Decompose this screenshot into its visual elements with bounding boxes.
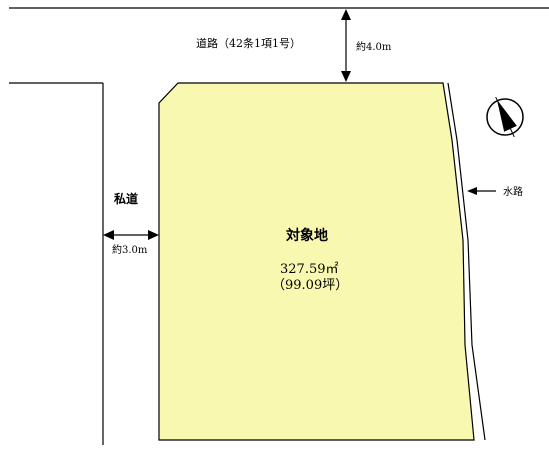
north-arrow-icon	[486, 96, 524, 138]
private-road-width-label: 約3.0m	[112, 243, 148, 256]
road-label: 道路（42条1項1号）	[196, 36, 301, 50]
road-width-dimension	[341, 9, 351, 82]
road-width-label: 約4.0m	[356, 40, 392, 53]
private-road-width-dimension	[103, 230, 159, 240]
private-road-label: 私道	[113, 191, 138, 206]
waterway-label: 水路	[503, 185, 523, 198]
lot-label: 対象地	[285, 227, 328, 244]
lot-area-sqm: 327.59㎡	[280, 262, 339, 277]
subject-lot	[158, 82, 475, 441]
lot-area-tsubo: （99.09坪）	[272, 278, 348, 293]
waterway-edge	[447, 82, 486, 441]
waterway-leader	[467, 187, 496, 195]
